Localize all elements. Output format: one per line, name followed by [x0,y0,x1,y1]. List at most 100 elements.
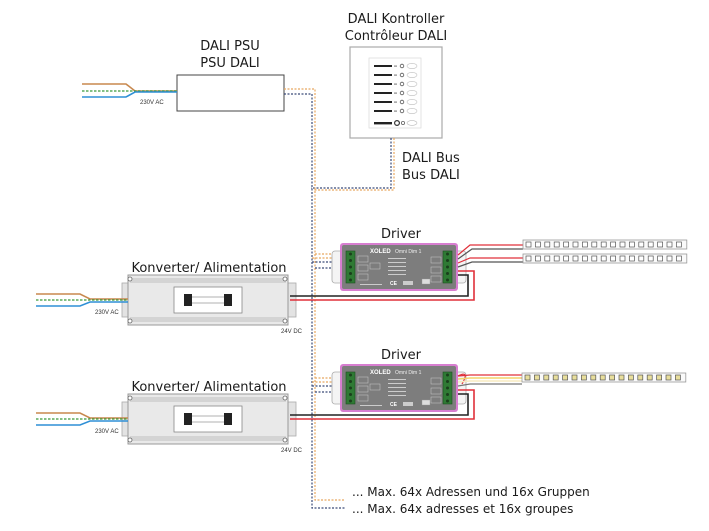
led-chip [562,374,568,381]
converter-block [224,413,232,425]
controller-button [406,81,418,87]
notes: ... Max. 64x Adressen und 16x Gruppen ..… [352,485,590,516]
terminal-screw-icon [446,386,449,390]
controller-slider-tick [394,83,397,85]
driver-2-label: Driver [381,348,422,363]
driver-text-line [388,383,406,384]
dc-cable-1 [290,270,475,301]
converter-rib [130,397,286,402]
led-chip [591,255,598,262]
controller-slider [374,101,392,103]
screw-icon [282,395,288,401]
controller-knob-icon [399,63,405,69]
led-chip [553,255,560,262]
controller-slider [374,110,392,112]
controller-slider-tick [394,74,397,76]
converter-block [184,294,192,306]
cable-neutral [36,301,128,307]
terminal-screw-icon [446,399,449,403]
terminal-screw-icon [349,386,352,390]
terminal-screw-icon [446,259,449,262]
driver-text-line [360,284,382,285]
led-chip [619,255,626,262]
led-chip [543,374,550,381]
led-chip [619,241,626,248]
driver-text-line [388,266,406,267]
controller-slider [374,74,392,76]
driver-text-line [388,379,406,380]
dc-cable-2 [290,389,475,420]
led-chip [618,374,625,381]
driver-label-box [430,396,442,404]
terminal-screw-icon [349,265,352,269]
led-chip [665,374,672,381]
led-chip [666,241,673,248]
led-chip [599,374,606,381]
controller-slider-tick [394,92,397,94]
led-chip [610,241,616,248]
driver-switch [421,399,431,406]
driver-label-box [369,383,381,391]
led-strips [521,239,688,383]
led-chip [609,374,615,381]
terminal-screw-icon [446,373,449,377]
controller-master-knob-icon [400,121,405,126]
led-chip [629,255,635,262]
led-cable-2 [457,373,522,387]
led-chip [525,255,532,262]
led-chip [571,374,578,381]
led-chip [647,255,654,262]
controller-knob-icon [399,81,405,87]
controller-knob-icon [399,108,405,114]
controller-slider-tick [394,101,397,103]
controller-button [406,63,418,69]
controller-master-slider [374,122,392,125]
controller-knob-icon [399,90,405,96]
led-chip [638,241,645,248]
led-chip [581,374,587,381]
converter-output-label: 24V DC [281,329,303,335]
terminal-screw-icon [349,393,352,396]
rohs-mark [403,402,413,406]
bus-label-de: DALI Bus [402,151,460,166]
driver-label-box [430,275,442,283]
led-chip [572,241,579,248]
bus-label-fr: Bus DALI [402,168,460,183]
led-chip [647,241,654,248]
converter-output-label: 24V DC [281,448,303,454]
driver-label-box [357,264,369,272]
converter-input-label: 230V AC [95,429,119,435]
cable-live [36,293,128,300]
led-chip [525,241,532,248]
controller-knob-icon [399,72,405,78]
screw-icon [282,318,288,324]
psu-label-de: DALI PSU [200,39,260,54]
controller-button [406,90,418,96]
converter-rib [130,436,286,441]
driver-label-box [357,376,369,384]
driver-model: Omni Dim 1 [395,370,422,376]
converter-rib [130,317,286,322]
driver-label-box [430,387,442,395]
led-chip [600,241,607,248]
note-de: ... Max. 64x Adressen und 16x Gruppen [352,485,590,499]
terminal-screw-icon [349,380,352,383]
cable-neutral [36,420,128,426]
led-chip [610,255,616,262]
driver-label-box [430,266,442,274]
screw-icon [127,276,133,282]
terminal-screw-icon [349,252,352,256]
psu-label-fr: PSU DALI [200,56,260,71]
rohs-mark [403,281,413,285]
terminal-screw-icon [349,373,352,377]
driver-label-box [430,377,442,385]
led-chip [591,241,598,248]
led-chip [638,255,645,262]
dali-controller: DALI Kontroller Contrôleur DALI [345,12,447,139]
driver-label-box [369,262,381,270]
led-chip [656,374,662,381]
dali-bus-trunk [284,88,345,509]
